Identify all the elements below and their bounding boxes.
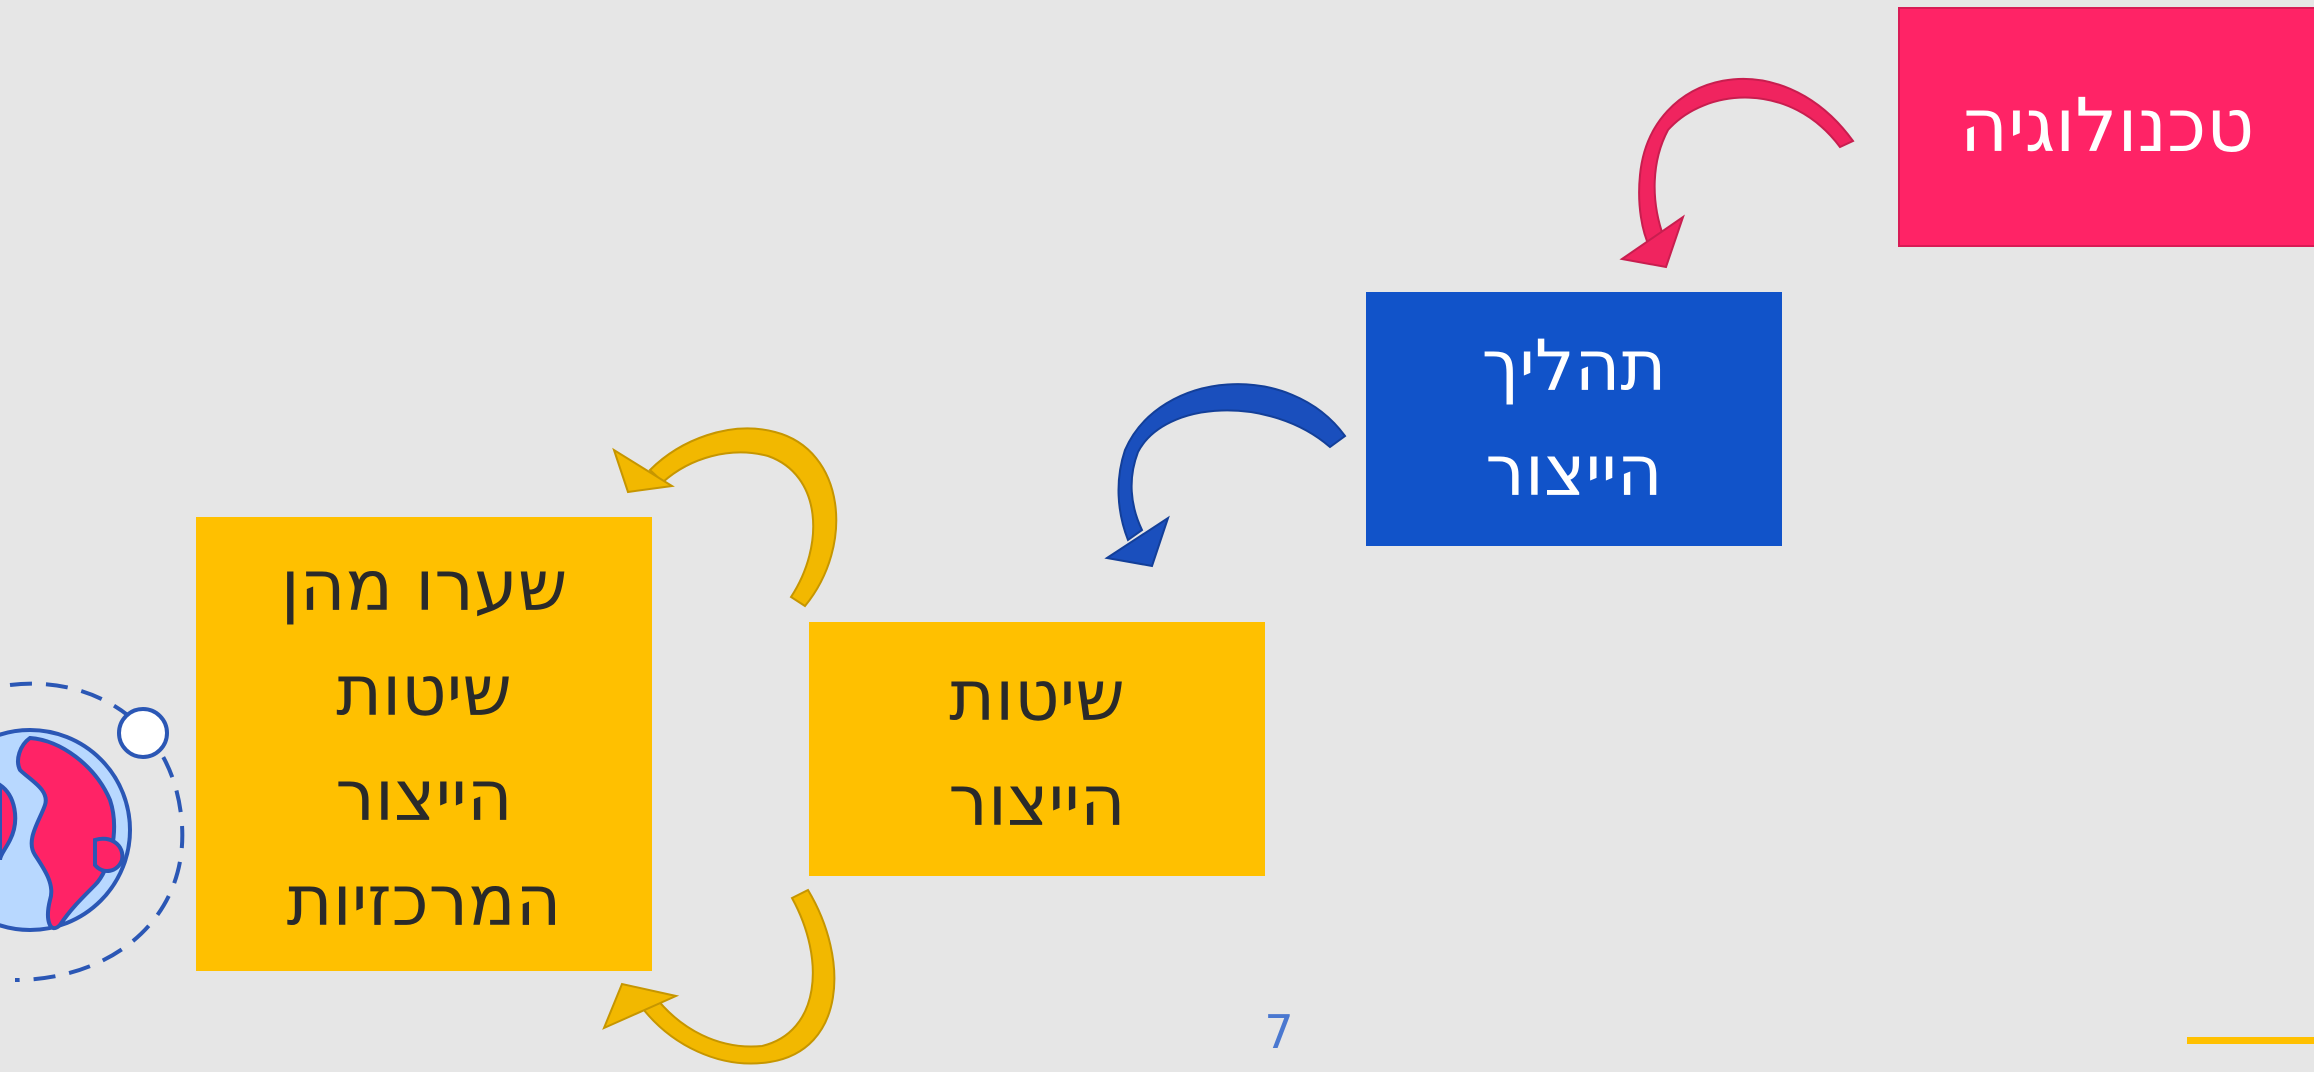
accent-line xyxy=(2187,1037,2314,1044)
page-number: 7 xyxy=(1264,1005,1294,1059)
curved-arrow-icon xyxy=(1104,383,1347,568)
technology-box: טכנולוגיה xyxy=(1898,7,2314,247)
cycle-arrow-icon xyxy=(612,427,838,608)
production-methods-box: שיטות הייצור xyxy=(809,622,1265,876)
curved-arrow-icon xyxy=(1619,78,1855,269)
globe-icon xyxy=(0,681,185,982)
production-process-box: תהליך הייצור xyxy=(1366,292,1782,546)
gates-question-box: שערו מהן שיטות הייצור המרכזיות xyxy=(196,517,652,971)
cycle-arrow-icon xyxy=(602,888,836,1065)
